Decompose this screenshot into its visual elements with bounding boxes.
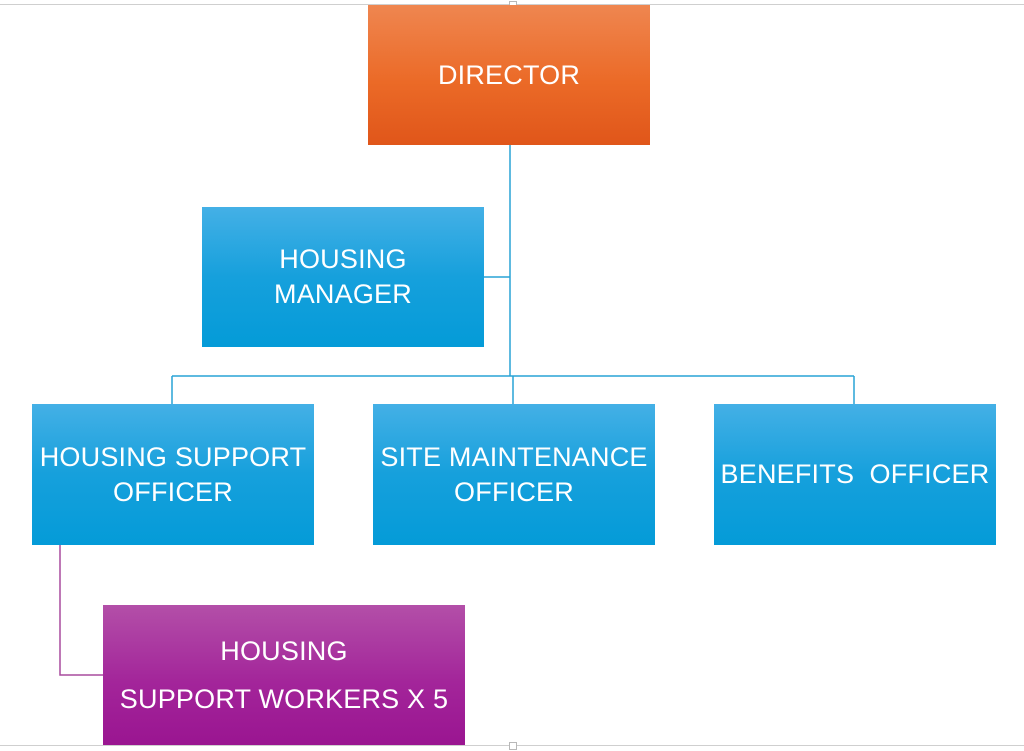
director-label-line-1: DIRECTOR bbox=[437, 59, 581, 90]
housing-manager-box[interactable]: HOUSING MANAGER bbox=[202, 207, 484, 347]
housing-support-workers-label-line-1: HOUSING bbox=[220, 636, 348, 666]
site-maintenance-officer-box[interactable]: SITE MAINTENANCE OFFICER bbox=[373, 404, 655, 545]
benefits-officer-box[interactable]: BENEFITS OFFICER bbox=[714, 404, 996, 545]
housing-manager-label-line-2: MANAGER bbox=[274, 279, 412, 309]
housing-support-workers-box[interactable]: HOUSING SUPPORT WORKERS X 5 bbox=[103, 605, 465, 745]
connector-support-workers bbox=[59, 545, 103, 676]
site-maintenance-officer-label-line-1: SITE MAINTENANCE bbox=[380, 441, 648, 472]
benefits-officer-label-line-1: BENEFITS OFFICER bbox=[720, 459, 990, 489]
bottom-resize-handle[interactable] bbox=[509, 742, 517, 750]
housing-support-officer-label-line-1: HOUSING SUPPORT bbox=[39, 441, 307, 472]
site-maintenance-officer-label-line-2: OFFICER bbox=[454, 476, 574, 507]
housing-support-officer-label-line-2: OFFICER bbox=[113, 476, 233, 507]
housing-support-workers-label-line-2: SUPPORT WORKERS X 5 bbox=[119, 684, 449, 714]
housing-manager-label-line-1: HOUSING bbox=[279, 244, 407, 274]
housing-support-officer-box[interactable]: HOUSING SUPPORT OFFICER bbox=[32, 404, 314, 545]
director-box[interactable]: DIRECTOR bbox=[368, 5, 650, 145]
